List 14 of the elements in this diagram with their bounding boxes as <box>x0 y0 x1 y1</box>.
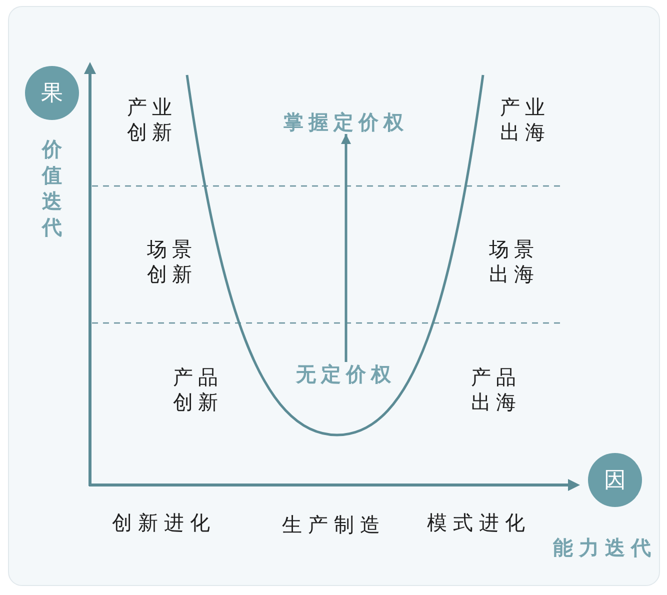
region-label: 产业出海 <box>499 95 551 145</box>
annotation-text: 掌握定价权 <box>284 110 408 134</box>
arrow <box>341 134 351 362</box>
axis-title: 价值迭代 <box>41 136 63 240</box>
annotation-text: 无定价权 <box>296 362 396 386</box>
region-label: 产业创新 <box>126 95 178 145</box>
stage-label: 创新进化 <box>112 510 216 536</box>
region-label: 场景创新 <box>146 237 198 287</box>
axis-title: 能力迭代 <box>553 536 657 560</box>
stage-label: 模式进化 <box>427 510 531 536</box>
stage-label: 生产制造 <box>282 512 386 538</box>
region-label: 产品出海 <box>470 365 522 415</box>
region-label: 产品创新 <box>172 365 224 415</box>
region-label: 场景出海 <box>488 237 540 287</box>
